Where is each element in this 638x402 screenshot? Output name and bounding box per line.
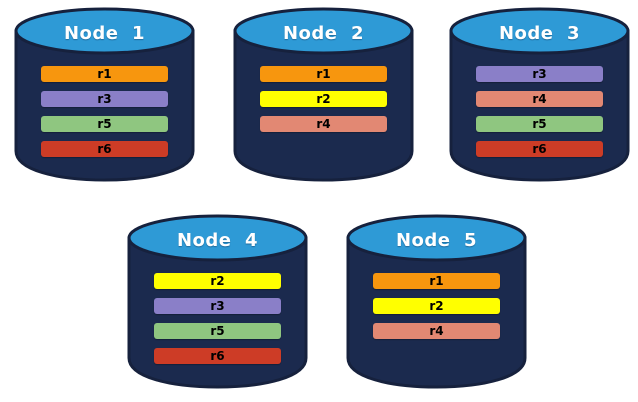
replica-bar-r6[interactable]: r6	[476, 141, 603, 157]
replica-label: r3	[532, 67, 547, 81]
replica-stack: r1 r3 r5 r6	[41, 66, 168, 166]
replica-bar-r5[interactable]: r5	[41, 116, 168, 132]
cylinder-top-ellipse	[14, 7, 195, 55]
replica-label: r5	[97, 117, 112, 131]
replica-bar-r4[interactable]: r4	[260, 116, 387, 132]
cylinder-top-ellipse	[233, 7, 414, 55]
replica-label: r4	[532, 92, 547, 106]
replica-bar-r4[interactable]: r4	[373, 323, 500, 339]
replica-stack: r1 r2 r4	[260, 66, 387, 141]
replica-bar-r1[interactable]: r1	[41, 66, 168, 82]
replica-bar-r6[interactable]: r6	[154, 348, 281, 364]
replica-bar-r2[interactable]: r2	[260, 91, 387, 107]
replica-label: r3	[97, 92, 112, 106]
replica-bar-r6[interactable]: r6	[41, 141, 168, 157]
replica-label: r2	[316, 92, 331, 106]
replica-bar-r1[interactable]: r1	[260, 66, 387, 82]
replica-label: r2	[429, 299, 444, 313]
replica-stack: r3 r4 r5 r6	[476, 66, 603, 166]
replica-label: r5	[210, 324, 225, 338]
replica-label: r1	[97, 67, 112, 81]
replica-stack: r1 r2 r4	[373, 273, 500, 348]
replica-label: r6	[532, 142, 547, 156]
replica-label: r6	[97, 142, 112, 156]
replica-label: r1	[429, 274, 444, 288]
replica-bar-r3[interactable]: r3	[476, 66, 603, 82]
replica-label: r2	[210, 274, 225, 288]
cylinder-top-ellipse	[346, 214, 527, 262]
replica-bar-r3[interactable]: r3	[41, 91, 168, 107]
replica-stack: r2 r3 r5 r6	[154, 273, 281, 373]
replica-label: r1	[316, 67, 331, 81]
replica-bar-r4[interactable]: r4	[476, 91, 603, 107]
replica-bar-r2[interactable]: r2	[154, 273, 281, 289]
replica-label: r4	[429, 324, 444, 338]
replica-bar-r3[interactable]: r3	[154, 298, 281, 314]
cylinder-top-ellipse	[127, 214, 308, 262]
replica-label: r5	[532, 117, 547, 131]
replica-bar-r5[interactable]: r5	[476, 116, 603, 132]
replica-label: r4	[316, 117, 331, 131]
replica-label: r3	[210, 299, 225, 313]
replica-bar-r2[interactable]: r2	[373, 298, 500, 314]
cylinder-top-ellipse	[449, 7, 630, 55]
replica-label: r6	[210, 349, 225, 363]
replica-bar-r1[interactable]: r1	[373, 273, 500, 289]
replica-bar-r5[interactable]: r5	[154, 323, 281, 339]
